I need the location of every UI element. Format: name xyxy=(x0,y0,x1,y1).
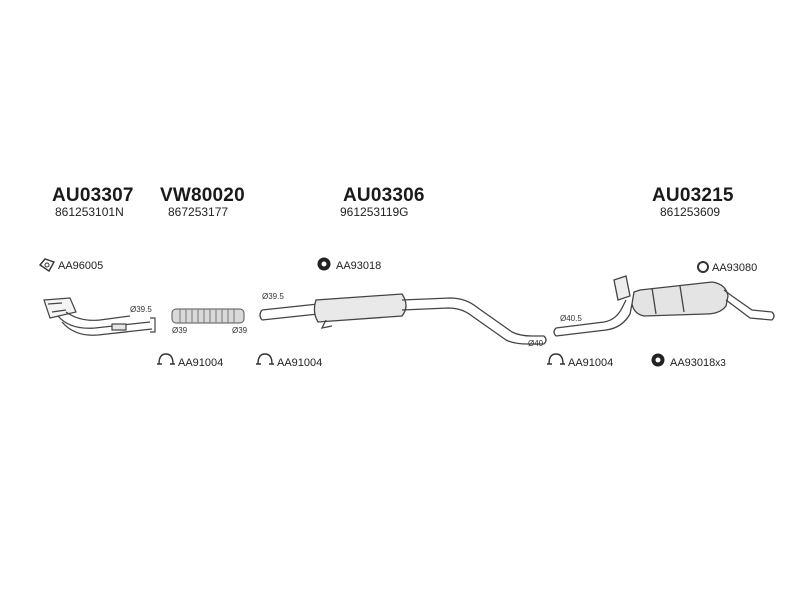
rubber-mount-icon xyxy=(316,256,332,277)
dimension-label: Ø39.5 xyxy=(130,305,152,314)
part-code-au03307: AU03307 xyxy=(52,185,134,206)
dimension-label: Ø39.5 xyxy=(262,292,284,301)
quantity-note: x3 xyxy=(715,358,726,369)
flex-pipe-drawing xyxy=(171,308,245,324)
accessory-label-aa91004: AA91004 xyxy=(277,357,323,369)
part-number-861253609: 861253609 xyxy=(660,205,721,219)
dimension-label: Ø40 xyxy=(528,339,544,348)
accessory-code: AA93018 xyxy=(670,357,716,369)
accessory-label-aa93080: AA93080 xyxy=(712,262,758,274)
part-number-861253101n: 861253101N xyxy=(55,205,124,219)
centre-silencer-drawing xyxy=(259,293,547,345)
gasket-icon xyxy=(38,258,56,277)
clamp-icon xyxy=(156,352,176,371)
part-number-867253177: 867253177 xyxy=(168,205,229,219)
part-code-vw80020: VW80020 xyxy=(160,185,245,206)
ring-icon xyxy=(697,261,709,273)
dimension-label: Ø39 xyxy=(172,326,188,335)
rubber-mount-icon xyxy=(650,352,666,373)
part-code-au03306: AU03306 xyxy=(343,185,425,206)
clamp-icon xyxy=(255,352,275,371)
part-number-961253119g: 961253119G xyxy=(340,205,409,219)
accessory-label-aa93018: AA93018 xyxy=(336,260,382,272)
rear-silencer-drawing xyxy=(553,275,775,337)
accessory-label-aa91004: AA91004 xyxy=(568,357,614,369)
front-pipe-drawing xyxy=(43,297,156,336)
accessory-label-aa96005: AA96005 xyxy=(58,260,104,272)
clamp-icon xyxy=(546,352,566,371)
accessory-label-aa93018-x3: AA93018x3 xyxy=(670,357,726,369)
dimension-label: Ø39 xyxy=(232,326,248,335)
accessory-label-aa91004: AA91004 xyxy=(178,357,224,369)
part-code-au03215: AU03215 xyxy=(652,185,734,206)
dimension-label: Ø40.5 xyxy=(560,314,582,323)
